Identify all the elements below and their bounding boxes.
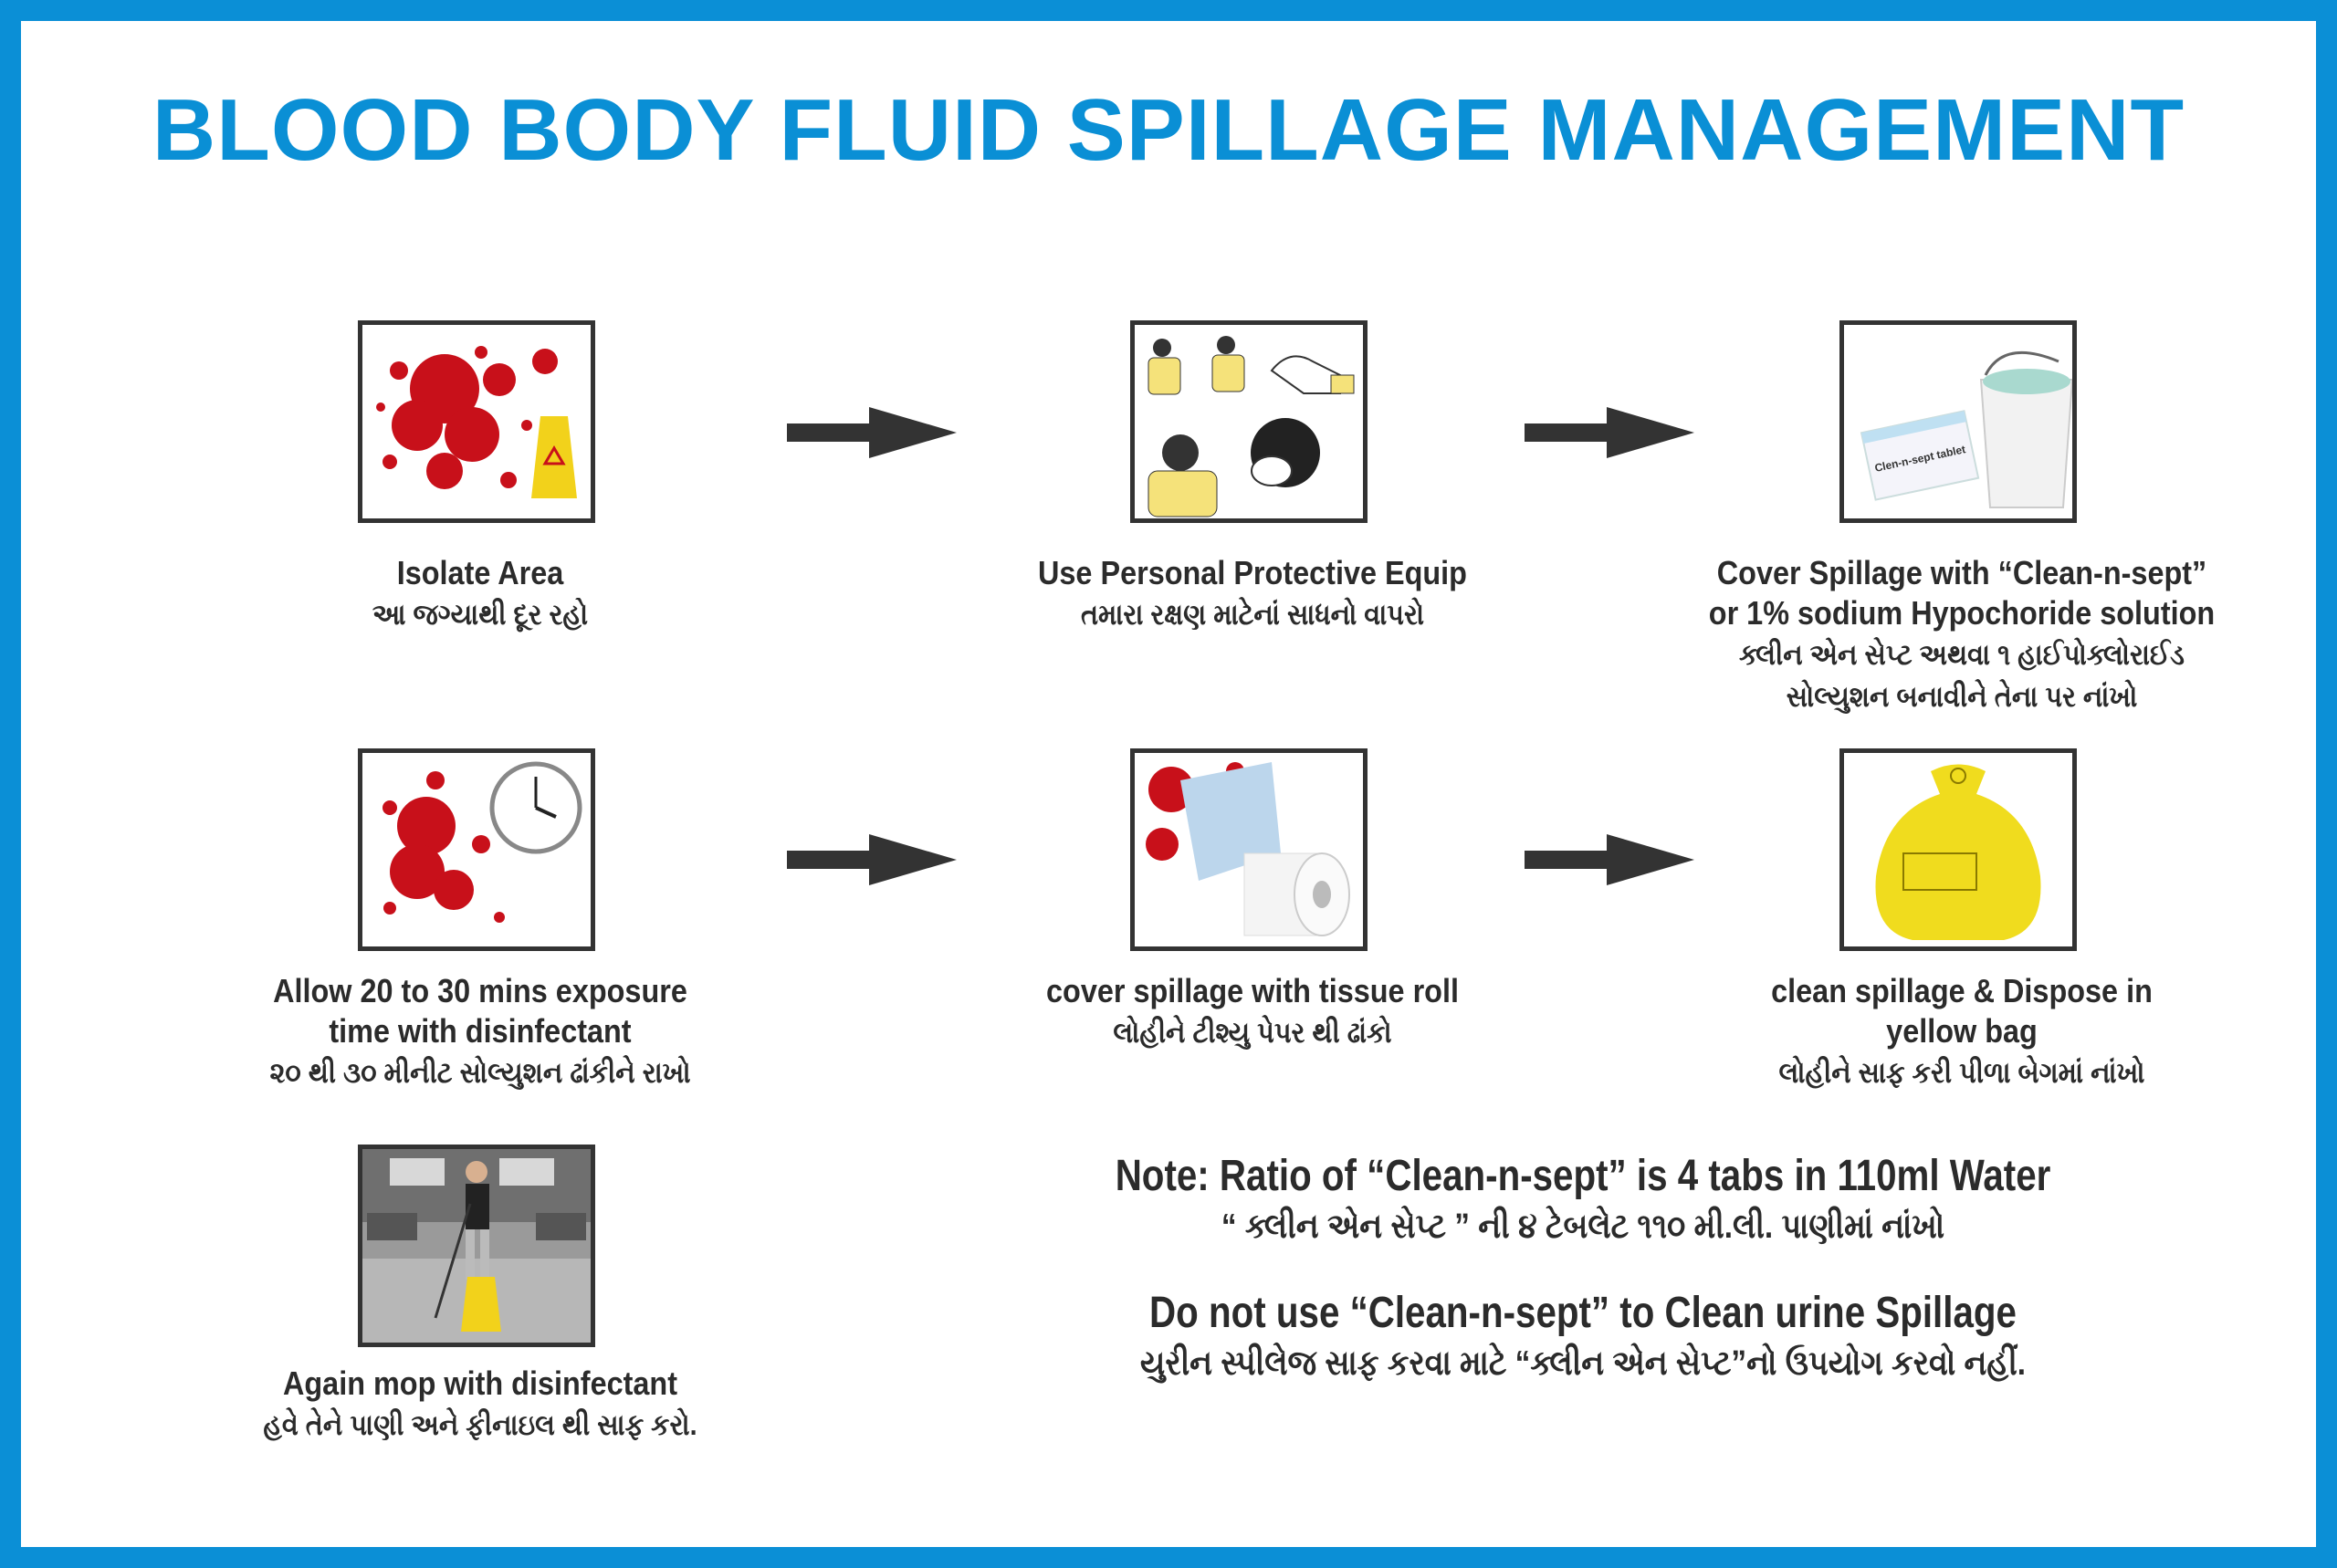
tablet-box-icon: Clen-n-sept tablet [1860, 410, 1980, 501]
mask-icon [1148, 418, 1320, 517]
biohazard-bag-icon [1875, 764, 2041, 940]
step-7-caption: Again mop with disinfectant હવે તેને પાણ… [263, 1364, 697, 1441]
step-2-image-ppe [1130, 320, 1368, 523]
arrow-right-icon [787, 834, 957, 885]
clock-icon [489, 761, 582, 854]
arrow-right-icon [1525, 834, 1694, 885]
step-1-caption: Isolate Area આ જગ્યાથી દૂર રહો [372, 554, 589, 631]
step-4-image-exposure-time [358, 748, 595, 951]
tissue-sheet-icon [1180, 762, 1281, 881]
hospital-bed-icon [367, 1213, 586, 1240]
blood-splatter-icon [376, 346, 558, 489]
step-5-image-tissue-roll [1130, 748, 1368, 951]
step-3-image-disinfectant: Clen-n-sept tablet [1839, 320, 2077, 523]
blood-splatter-icon [383, 771, 505, 923]
step-2-caption: Use Personal Protective Equip તમારા રક્ષ… [1038, 554, 1467, 631]
arrow-right-icon [1525, 407, 1694, 458]
note-urine-warning: Do not use “Clean-n-sept” to Clean urine… [1139, 1289, 2027, 1383]
gloves-icon [1270, 355, 1355, 394]
step-3-caption: Cover Spillage with “Clean-n-sept” or 1%… [1708, 554, 2216, 713]
step-7-image-mopping [358, 1145, 595, 1347]
step-1-image-isolate-area [358, 320, 595, 523]
arrow-right-icon [787, 407, 957, 458]
tissue-roll-icon [1243, 852, 1350, 936]
step-4-caption: Allow 20 to 30 mins exposure time with d… [269, 972, 691, 1089]
step-5-caption: cover spillage with tissue roll લોહીને ટ… [1046, 972, 1459, 1049]
wet-floor-sign-icon [461, 1277, 501, 1332]
note-ratio: Note: Ratio of “Clean-n-sept” is 4 tabs … [1115, 1152, 2051, 1246]
step-6-image-yellow-bag [1839, 748, 2077, 951]
ppe-gown-icon [1148, 336, 1245, 395]
page-title: BLOOD BODY FLUID SPILLAGE MANAGEMENT [152, 81, 2185, 179]
step-6-caption: clean spillage & Dispose in yellow bag લ… [1771, 972, 2153, 1089]
wet-floor-sign-icon [531, 416, 577, 498]
person-mopping-icon [434, 1161, 489, 1319]
bucket-icon [1979, 350, 2072, 508]
